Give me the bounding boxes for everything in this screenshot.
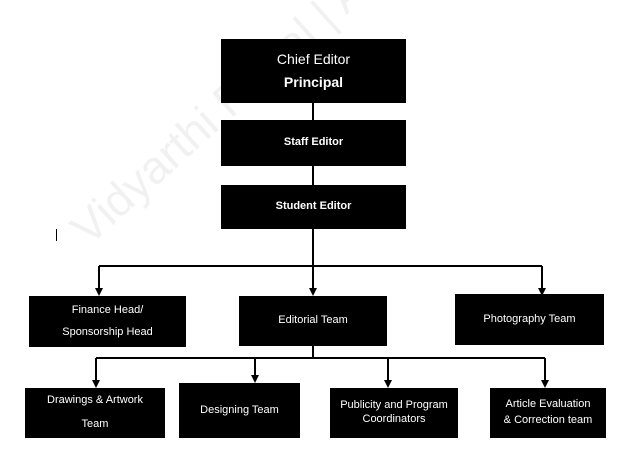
node-designing-team: Designing Team: [179, 383, 300, 438]
node-publicity-coordinators: Publicity and Program Coordinators: [330, 388, 458, 438]
node-article-evaluation: Article Evaluation & Correction team: [490, 388, 606, 438]
node-chief-editor: Chief Editor Principal: [221, 39, 406, 103]
node-chief-editor-subtitle: Principal: [283, 74, 344, 90]
node-publicity-coordinators-line1: Publicity and Program: [340, 399, 448, 412]
node-drawings-team-line2: Team: [81, 418, 109, 430]
node-article-evaluation-line2: & Correction team: [503, 414, 593, 426]
node-chief-editor-title: Chief Editor: [276, 50, 351, 67]
node-finance-head: Finance Head/ Sponsorship Head: [29, 296, 186, 347]
node-editorial-team: Editorial Team: [239, 296, 387, 346]
node-staff-editor: Staff Editor: [221, 120, 406, 166]
node-photography-team: Photography Team: [455, 294, 604, 345]
node-drawings-team-line1: Drawings & Artwork: [47, 394, 143, 407]
node-student-editor-label: Student Editor: [275, 200, 352, 213]
node-article-evaluation-line1: Article Evaluation: [505, 398, 591, 411]
node-publicity-coordinators-line2: Coordinators: [362, 413, 426, 425]
text-cursor-mark: [56, 229, 57, 241]
node-drawings-team: Drawings & Artwork Team: [25, 388, 165, 438]
node-staff-editor-label: Staff Editor: [283, 136, 344, 149]
node-photography-team-label: Photography Team: [483, 312, 576, 325]
node-designing-team-label: Designing Team: [200, 403, 279, 416]
node-editorial-team-label: Editorial Team: [278, 314, 348, 327]
node-finance-head-line2: Sponsorship Head: [62, 325, 153, 338]
node-student-editor: Student Editor: [221, 185, 406, 229]
node-finance-head-line1: Finance Head/: [71, 303, 144, 316]
